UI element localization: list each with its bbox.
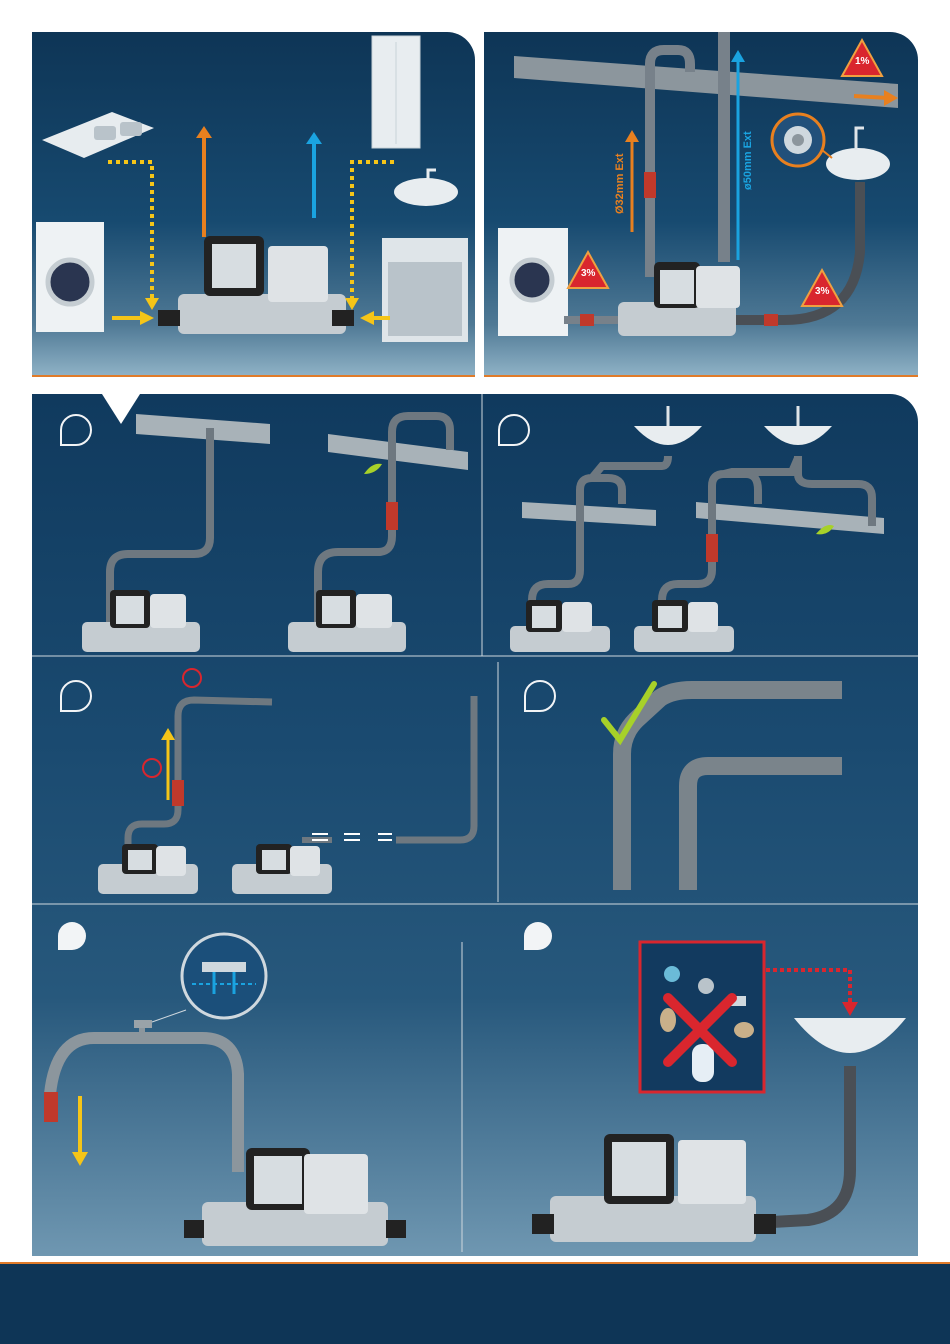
step-badge-f	[524, 922, 552, 950]
divider-top-right	[484, 375, 918, 377]
pump-unit-icon	[634, 600, 734, 652]
washbasin-icon	[394, 170, 458, 206]
washing-machine-icon	[36, 222, 104, 332]
pipe-32-label: Ø32mm Ext	[614, 153, 626, 214]
prohibited-items-box	[640, 942, 764, 1092]
pump-unit-icon	[532, 1134, 776, 1242]
vent-arrow-blue	[306, 132, 322, 218]
main-drain-pipe	[514, 56, 898, 108]
pump-unit-icon	[618, 262, 740, 336]
step-badge-e	[58, 922, 86, 950]
panel-installation-overview	[32, 32, 475, 376]
footer-band	[0, 1264, 950, 1344]
step-badge-d	[524, 680, 556, 712]
dishwasher-icon	[382, 238, 468, 342]
pump-unit-icon	[232, 844, 332, 894]
pipe-50-label: ø50mm Ext	[742, 131, 754, 190]
pump-unit-icon	[158, 236, 354, 334]
elbow-90	[688, 766, 842, 890]
washbasin-icon	[826, 128, 890, 180]
washbasin-icon	[794, 1018, 906, 1053]
panel-installation-rules	[32, 394, 918, 1256]
shower-icon	[372, 36, 420, 148]
step-badge-c	[60, 680, 92, 712]
elbow-45-good	[622, 690, 842, 890]
discharge-arrow-orange	[196, 126, 212, 237]
step-badge-a	[60, 414, 92, 446]
inlet-dotted-left	[108, 162, 159, 325]
washbasin-icon	[634, 406, 702, 445]
drain-arrow	[72, 1096, 88, 1166]
pump-unit-icon	[288, 590, 406, 652]
panel-pipe-dimensions: Ø32mm Ext ø50mm Ext 1% 3% 3%	[484, 32, 918, 376]
slope-left-label: 3%	[581, 268, 595, 279]
kitchen-sink-icon	[42, 112, 154, 158]
divider-top-left	[32, 375, 475, 377]
washbasin-icon	[764, 406, 832, 445]
slope-top-label: 1%	[855, 56, 869, 67]
arrow-32	[625, 130, 639, 232]
pump-unit-icon	[98, 844, 198, 894]
pump-unit-icon	[510, 600, 610, 652]
slope-right-label: 3%	[815, 286, 829, 297]
step-badge-b	[498, 414, 530, 446]
pump-unit-icon	[82, 590, 200, 652]
filter-icon	[772, 114, 832, 166]
antisiphon-valve-zoom	[152, 934, 266, 1022]
washing-machine-icon	[498, 228, 568, 336]
pump-unit-icon	[184, 1148, 406, 1246]
vent-pipe-50	[718, 32, 730, 262]
